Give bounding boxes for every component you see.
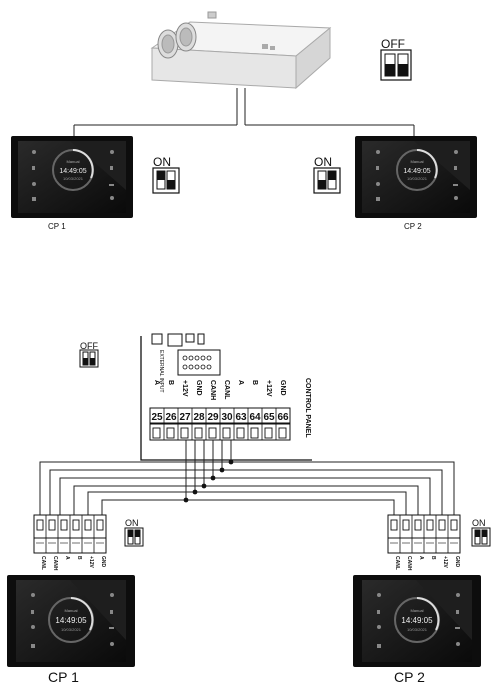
pin-label: CANH bbox=[52, 556, 58, 571]
board-upper-label: +12V bbox=[181, 380, 188, 397]
board-upper-label: CANL bbox=[223, 380, 230, 400]
terminal-number: 29 bbox=[207, 412, 219, 423]
board-upper-label: GND bbox=[195, 380, 202, 396]
terminal-screw bbox=[264, 427, 273, 439]
terminal-screw bbox=[438, 519, 446, 531]
terminal-screw bbox=[194, 427, 203, 439]
board-upper-labels: A B +12V GND CANH CANL A B +12V GND bbox=[153, 380, 286, 400]
terminal-screw bbox=[236, 427, 245, 439]
panel-caption: CP 1 bbox=[48, 222, 66, 231]
terminal-block-cp2: CANL CANH A B +12V GND bbox=[387, 514, 461, 571]
dip-switch-cp1-top: ON bbox=[152, 155, 180, 194]
panel-date: 10/03/2021 bbox=[407, 176, 428, 181]
panel-mode: Manual bbox=[64, 608, 77, 613]
panel-caption: CP 2 bbox=[394, 669, 425, 685]
dip-switch-cp2-bottom: ON bbox=[471, 518, 491, 547]
panel-caption: CP 1 bbox=[48, 669, 79, 685]
panel-time: 14:49:05 bbox=[59, 168, 86, 175]
board-upper-label: GND bbox=[279, 380, 286, 396]
terminal-number: 28 bbox=[193, 412, 205, 423]
terminal-block-cp1: CANL CANH A B +12V GND bbox=[33, 514, 107, 571]
board-upper-label: A bbox=[153, 380, 160, 385]
terminal-number: 25 bbox=[151, 412, 163, 423]
terminal-screw bbox=[152, 427, 161, 439]
terminal-screw bbox=[414, 519, 422, 531]
terminal-screw bbox=[36, 519, 44, 531]
dip-switch-cp2-top: ON bbox=[313, 155, 341, 194]
terminal-number: 27 bbox=[179, 412, 191, 423]
dip-label: OFF bbox=[80, 341, 98, 351]
pin-label: B bbox=[76, 556, 82, 560]
terminal-screw bbox=[426, 519, 434, 531]
ventilation-unit bbox=[150, 11, 332, 90]
pin-label: CANH bbox=[406, 556, 412, 571]
terminal-number: 30 bbox=[221, 412, 233, 423]
panel-mode: Manual bbox=[410, 608, 423, 613]
pin-label: A bbox=[418, 556, 424, 560]
terminal-screw bbox=[250, 427, 259, 439]
panel-date: 10/03/2021 bbox=[63, 176, 84, 181]
board-upper-label: A bbox=[237, 380, 244, 385]
pin-label: A bbox=[64, 556, 70, 560]
terminal-screw bbox=[48, 519, 56, 531]
panel-mode: Manual bbox=[410, 159, 423, 164]
terminal-number: 66 bbox=[277, 412, 289, 423]
terminal-screw bbox=[166, 427, 175, 439]
pin-label: +12V bbox=[88, 556, 94, 568]
dip-label: ON bbox=[472, 518, 486, 528]
terminal-number: 64 bbox=[249, 412, 261, 423]
terminal-screw bbox=[278, 427, 287, 439]
terminal-screw bbox=[84, 519, 92, 531]
pin-label: +12V bbox=[442, 556, 448, 568]
pin-label: GND bbox=[100, 556, 106, 568]
terminal-number: 65 bbox=[263, 412, 275, 423]
board-upper-label: B bbox=[251, 380, 258, 385]
board-upper-label: B bbox=[167, 380, 174, 385]
terminal-screw bbox=[390, 519, 398, 531]
dip-label: ON bbox=[153, 155, 171, 169]
control-panel-cp2-bottom: Manual 14:49:05 10/03/2021 CP 2 bbox=[353, 575, 481, 685]
panel-time: 14:49:05 bbox=[401, 616, 433, 625]
panel-mode: Manual bbox=[66, 159, 79, 164]
terminal-screw bbox=[180, 427, 189, 439]
board-upper-label: CANH bbox=[209, 380, 216, 400]
pin-label: GND bbox=[454, 556, 460, 568]
control-panel-cp1-top: Manual 14:49:05 10/03/2021 CP 1 bbox=[11, 136, 133, 231]
dip-label: ON bbox=[125, 518, 139, 528]
control-panel-cp1-bottom: Manual 14:49:05 10/03/2021 CP 1 bbox=[7, 575, 135, 685]
pin-label: B bbox=[430, 556, 436, 560]
pin-label: CANL bbox=[40, 556, 46, 570]
panel-time: 14:49:05 bbox=[55, 616, 87, 625]
panel-date: 10/03/2021 bbox=[61, 627, 82, 632]
dip-switch-unit: OFF bbox=[380, 37, 412, 81]
ext-input-label: EXTERNAL INPUT bbox=[158, 350, 164, 393]
board-upper-label: +12V bbox=[265, 380, 272, 397]
dip-switch-cp1-bottom: ON bbox=[124, 518, 144, 547]
terminal-screw bbox=[72, 519, 80, 531]
dip-switch-board: OFF bbox=[79, 341, 99, 368]
terminal-number: 63 bbox=[235, 412, 247, 423]
pin-label: CANL bbox=[394, 556, 400, 570]
terminal-number: 26 bbox=[165, 412, 177, 423]
wire-junctions bbox=[183, 459, 234, 503]
top-wiring bbox=[73, 88, 415, 136]
dip-label: ON bbox=[314, 155, 332, 169]
panel-time: 14:49:05 bbox=[403, 168, 430, 175]
control-panel-label: CONTROL PANEL bbox=[304, 378, 311, 438]
terminal-screw bbox=[60, 519, 68, 531]
panel-date: 10/03/2021 bbox=[407, 627, 428, 632]
dip-label: OFF bbox=[381, 37, 405, 51]
terminal-screw bbox=[450, 519, 458, 531]
terminal-screw bbox=[222, 427, 231, 439]
control-board: EXTERNAL INPUT CONTROL PANEL bbox=[140, 333, 312, 461]
terminal-screw bbox=[208, 427, 217, 439]
bottom-wiring bbox=[39, 440, 455, 515]
terminal-screw bbox=[96, 519, 104, 531]
control-panel-cp2-top: Manual 14:49:05 10/03/2021 CP 2 bbox=[355, 136, 477, 231]
panel-caption: CP 2 bbox=[404, 222, 422, 231]
terminal-screw bbox=[402, 519, 410, 531]
